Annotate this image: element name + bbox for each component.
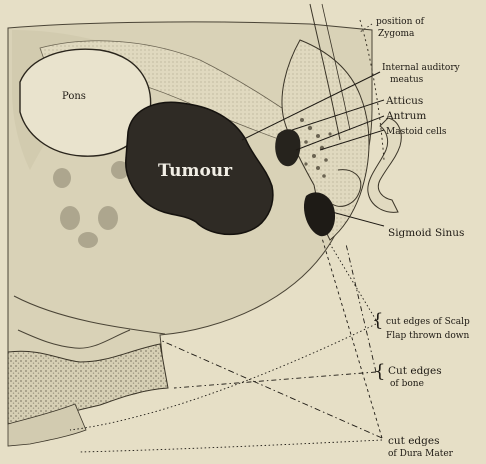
- label-atticus: Atticus: [385, 95, 423, 107]
- leader-dura-1: [322, 238, 382, 438]
- leader-dura-2: [160, 340, 382, 438]
- label-cut-edges-dura: cut edges: [388, 435, 439, 447]
- label-position-of: position of: [376, 17, 425, 27]
- label-cut-edges-scalp: cut edges of Scalp: [386, 317, 470, 327]
- label-internal-auditory: Internal auditory: [382, 63, 461, 73]
- leader-bone-2: [346, 244, 376, 372]
- label-antrum: Antrum: [385, 110, 426, 122]
- label-meatus: meatus: [390, 75, 424, 85]
- brace-bone: {: [374, 361, 385, 382]
- label-of-bone: of bone: [390, 379, 424, 389]
- tumour-label: Tumour: [158, 161, 233, 181]
- label-sigmoid-sinus: Sigmoid Sinus: [388, 227, 464, 239]
- label-zygoma: Zygoma: [378, 29, 415, 39]
- leader-scalp-1: [330, 244, 376, 320]
- leader-dura-3: [80, 440, 382, 452]
- label-cut-edges-bone: Cut edges: [388, 365, 442, 377]
- label-flap-thrown-down: Flap thrown down: [386, 331, 469, 341]
- brace-scalp: {: [372, 310, 383, 331]
- pons-label: Pons: [62, 91, 86, 102]
- label-of-dura-mater: of Dura Mater: [388, 449, 454, 459]
- leader-bone-1: [174, 372, 376, 388]
- label-mastoid-cells: Mastoid cells: [386, 127, 447, 137]
